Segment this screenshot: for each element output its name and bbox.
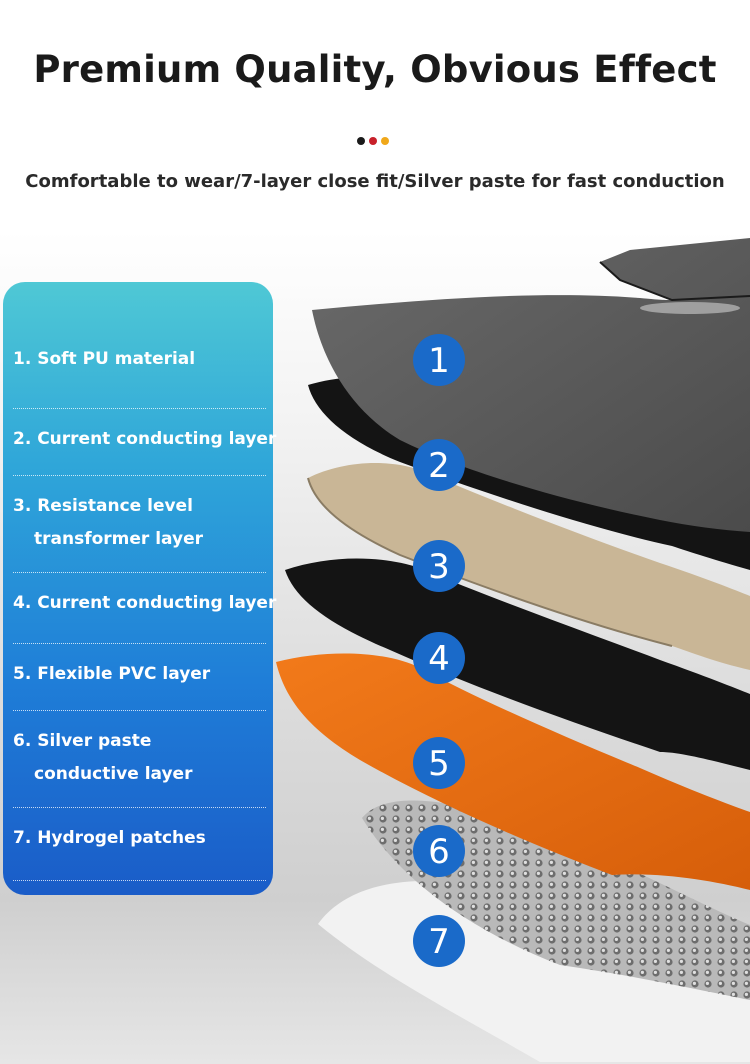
accent-dots xyxy=(357,137,389,145)
badge-number-3: 3 xyxy=(428,547,450,587)
layer-label-7: 7. Hydrogel patches xyxy=(13,828,206,848)
layer-label-1: 1. Soft PU material xyxy=(13,349,196,369)
soft-pu-layer xyxy=(312,238,750,532)
badge-1: 1 xyxy=(413,334,465,386)
layer-item-4: 4. Current conducting layer xyxy=(13,573,277,644)
layer-item-5: 5. Flexible PVC layer xyxy=(13,644,266,711)
page-title: Premium Quality, Obvious Effect xyxy=(33,48,717,91)
layer-label-3: 3. Resistance level xyxy=(13,496,193,516)
layer-label-2: 2. Current conducting layer xyxy=(13,429,277,449)
layer-item-6: 6. Silver paste conductive layer xyxy=(13,711,266,808)
badge-circle-5 xyxy=(413,737,465,789)
badge-circle-1 xyxy=(413,334,465,386)
badge-number-1: 1 xyxy=(428,341,450,381)
red-dot xyxy=(369,137,377,145)
layer-label-4: 4. Current conducting layer xyxy=(13,593,277,613)
badge-circle-2 xyxy=(413,439,465,491)
layer-label-5: 5. Flexible PVC layer xyxy=(13,664,211,684)
layer-label-6: 6. Silver paste xyxy=(13,731,152,751)
pvc-layer xyxy=(276,653,750,890)
badge-number-2: 2 xyxy=(428,446,450,486)
layer-item-3: 3. Resistance level transformer layer xyxy=(13,476,266,573)
layer-list-panel: 1. Soft PU material 2. Current conducting… xyxy=(3,282,277,895)
badge-circle-6 xyxy=(413,825,465,877)
layer-item-7: 7. Hydrogel patches xyxy=(13,808,266,881)
resistance-transformer-layer xyxy=(308,463,750,670)
layer-list: 1. Soft PU material 2. Current conducting… xyxy=(13,330,277,881)
badge-4: 4 xyxy=(413,632,465,684)
badge-3: 3 xyxy=(413,540,465,592)
badge-7: 7 xyxy=(413,915,465,967)
badge-6: 6 xyxy=(413,825,465,877)
badge-number-5: 5 xyxy=(428,744,450,784)
pu-notch-shadow xyxy=(640,302,740,314)
badge-2: 2 xyxy=(413,439,465,491)
badge-circle-7 xyxy=(413,915,465,967)
badge-number-4: 4 xyxy=(428,639,450,679)
badge-number-6: 6 xyxy=(428,832,450,872)
soft-pu-edge xyxy=(599,261,750,302)
badge-5: 5 xyxy=(413,737,465,789)
layer-label-6-cont: conductive layer xyxy=(34,764,193,784)
layer-label-3-cont: transformer layer xyxy=(34,529,203,549)
layer-item-1: 1. Soft PU material xyxy=(13,330,266,409)
yellow-dot xyxy=(381,137,389,145)
number-badges: 1 2 3 4 5 6 7 xyxy=(413,334,465,967)
black-dot xyxy=(357,137,365,145)
badge-number-7: 7 xyxy=(428,922,450,962)
layer-item-2: 2. Current conducting layer xyxy=(13,409,277,476)
badge-circle-4 xyxy=(413,632,465,684)
page-subtitle: Comfortable to wear/7-layer close fit/Si… xyxy=(25,171,725,192)
conducting-layer-lower xyxy=(285,558,750,770)
badge-circle-3 xyxy=(413,540,465,592)
